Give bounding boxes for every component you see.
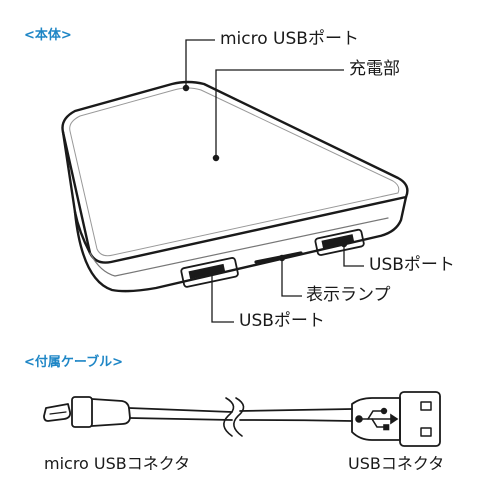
cable-break-mark-left xyxy=(223,397,235,437)
usb-a-plug-hole-top xyxy=(420,401,432,411)
cable-left-segment xyxy=(128,407,233,421)
indicator-lamp-shape xyxy=(254,251,303,264)
label-charging-area: 充電部 xyxy=(349,59,400,79)
leader-usb-port-right-dot xyxy=(340,240,348,248)
leader-indicator-lamp-dot xyxy=(278,254,286,262)
cable-right-segment xyxy=(239,408,353,422)
leader-usb-port-left xyxy=(211,272,234,323)
section-heading-main-unit: <本体> xyxy=(24,28,72,43)
micro-usb-plug-tip xyxy=(43,403,72,422)
label-usb-connector: USBコネクタ xyxy=(348,454,445,473)
usb-a-plug-hole-bottom xyxy=(420,427,432,437)
cable-break-mark-right xyxy=(233,397,245,437)
leader-lines xyxy=(182,39,364,323)
micro-usb-tip-detail xyxy=(49,411,67,415)
usb-a-plug xyxy=(399,391,441,447)
usb-port-right-tongue xyxy=(321,234,355,249)
usb-port-left-tongue xyxy=(188,263,226,279)
micro-usb-boot xyxy=(91,398,131,427)
leader-indicator-lamp xyxy=(281,258,302,297)
label-usb-port-right: USBポート xyxy=(369,255,455,275)
device-top-inner-edge xyxy=(69,87,400,257)
device-front-band xyxy=(89,217,389,277)
leader-usb-port-left-dot xyxy=(208,268,216,276)
usb-icon xyxy=(355,407,399,431)
device-top-surface xyxy=(61,80,409,264)
label-indicator-lamp: 表示ランプ xyxy=(306,285,391,305)
usb-port-right-shape xyxy=(314,228,365,256)
usb-port-right-outline xyxy=(314,228,365,256)
usb-cable xyxy=(43,391,441,447)
leader-micro-usb-port xyxy=(185,39,215,88)
section-heading-accessory-cable: <付属ケーブル> xyxy=(24,355,124,370)
leader-micro-usb-port-dot xyxy=(182,84,190,92)
label-micro-usb-connector: micro USBコネクタ xyxy=(44,454,191,473)
leader-usb-port-right xyxy=(343,244,364,267)
micro-usb-housing xyxy=(71,396,93,428)
device-bottom-edge xyxy=(73,195,408,293)
charger-device xyxy=(61,80,409,293)
label-micro-usb-port: micro USBポート xyxy=(220,29,359,49)
leader-charging-area-dot xyxy=(212,154,220,162)
label-usb-port-left: USBポート xyxy=(239,311,325,331)
leader-charging-area xyxy=(215,69,344,158)
